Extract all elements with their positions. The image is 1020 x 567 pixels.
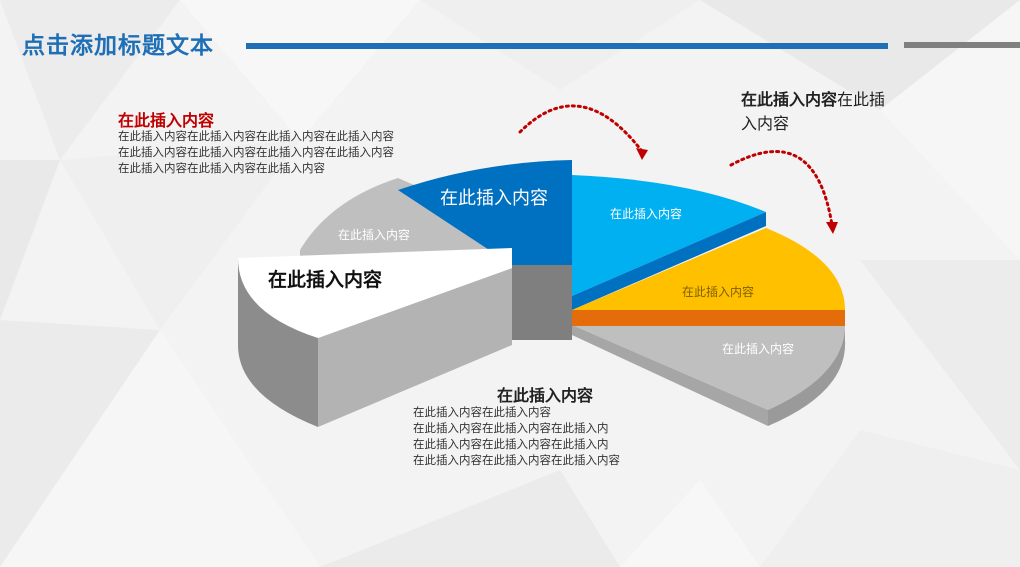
- center-block: [512, 265, 572, 340]
- top-left-line: 在此插入内容在此插入内容在此插入内容在此插入内容: [118, 129, 394, 143]
- segment-grey-left-label: 在此插入内容: [338, 228, 411, 242]
- top-left-line: 在此插入内容在此插入内容在此插入内容: [118, 161, 325, 175]
- segment-light-blue: [572, 175, 766, 310]
- segment-white-label: 在此插入内容: [268, 269, 383, 291]
- top-right-label: 在此插入内容在此插入内容: [741, 88, 891, 136]
- bottom-line: 在此插入内容在此插入内容: [413, 405, 551, 419]
- segment-dark-blue-label: 在此插入内容: [440, 188, 548, 209]
- bottom-line: 在此插入内容在此插入内容在此插入内容: [413, 453, 620, 467]
- title-rule-grey: [904, 42, 1020, 48]
- top-right-bold: 在此插入内容: [741, 90, 838, 109]
- segment-orange: [572, 310, 845, 326]
- bottom-line: 在此插入内容在此插入内容在此插入内: [413, 421, 609, 435]
- top-left-heading: 在此插入内容: [118, 111, 215, 130]
- segment-yellow-label: 在此插入内容: [682, 285, 755, 299]
- dotted-arrow-right: [729, 150, 838, 234]
- title-rule-blue: [246, 43, 888, 49]
- segment-grey-left: [300, 178, 512, 262]
- top-left-line: 在此插入内容在此插入内容在此插入内容在此插入内容: [118, 145, 394, 159]
- segment-dark-blue: [398, 160, 572, 265]
- segment-grey-right: [572, 325, 846, 426]
- segment-yellow: [572, 228, 845, 310]
- bottom-line: 在此插入内容在此插入内容在此插入内: [413, 437, 609, 451]
- dotted-arrow-left: [518, 104, 648, 160]
- top-right-normal: 在此插入内容: [741, 90, 886, 133]
- top-left-body: 在此插入内容在此插入内容在此插入内容在此插入内容 在此插入内容在此插入内容在此插…: [118, 128, 394, 176]
- bottom-body: 在此插入内容在此插入内容 在此插入内容在此插入内容在此插入内 在此插入内容在此插…: [413, 404, 620, 468]
- segment-light-blue-label: 在此插入内容: [610, 207, 683, 221]
- segment-white: [238, 248, 512, 427]
- segment-grey-right-label: 在此插入内容: [722, 342, 795, 356]
- page-title: 点击添加标题文本: [22, 33, 214, 59]
- bottom-heading: 在此插入内容: [497, 386, 594, 405]
